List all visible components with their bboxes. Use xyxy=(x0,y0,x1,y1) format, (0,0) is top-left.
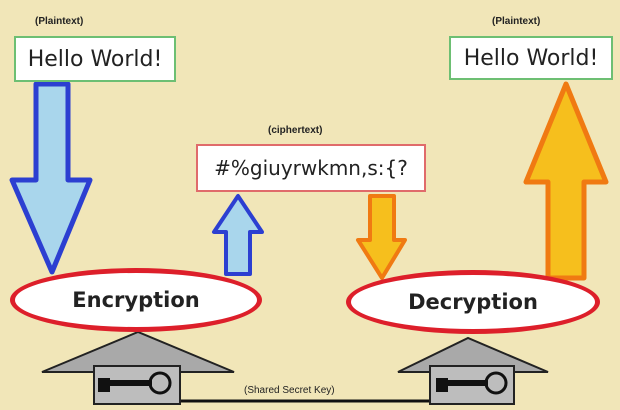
orange-up-arrow xyxy=(523,81,609,281)
right-key-house xyxy=(397,336,549,405)
encryption-ellipse: Encryption xyxy=(10,268,262,332)
decryption-ellipse: Decryption xyxy=(346,270,600,334)
plaintext-box-right: Hello World! xyxy=(449,36,613,80)
left-key-house xyxy=(41,330,235,405)
left-key-icon xyxy=(98,371,172,395)
blue-down-arrow xyxy=(9,81,93,275)
orange-down-arrow xyxy=(356,194,407,280)
ciphertext-label: (ciphertext) xyxy=(268,125,323,136)
plaintext-label-right: (Plaintext) xyxy=(492,16,541,27)
blue-up-arrow xyxy=(212,194,264,276)
shared-key-label: (Shared Secret Key) xyxy=(244,385,335,396)
ciphertext-box: #%giuyrwkmn,s:{? xyxy=(196,144,426,192)
plaintext-label-left: (Plaintext) xyxy=(35,16,84,27)
right-key-icon xyxy=(436,371,508,395)
plaintext-box-left: Hello World! xyxy=(14,36,176,82)
